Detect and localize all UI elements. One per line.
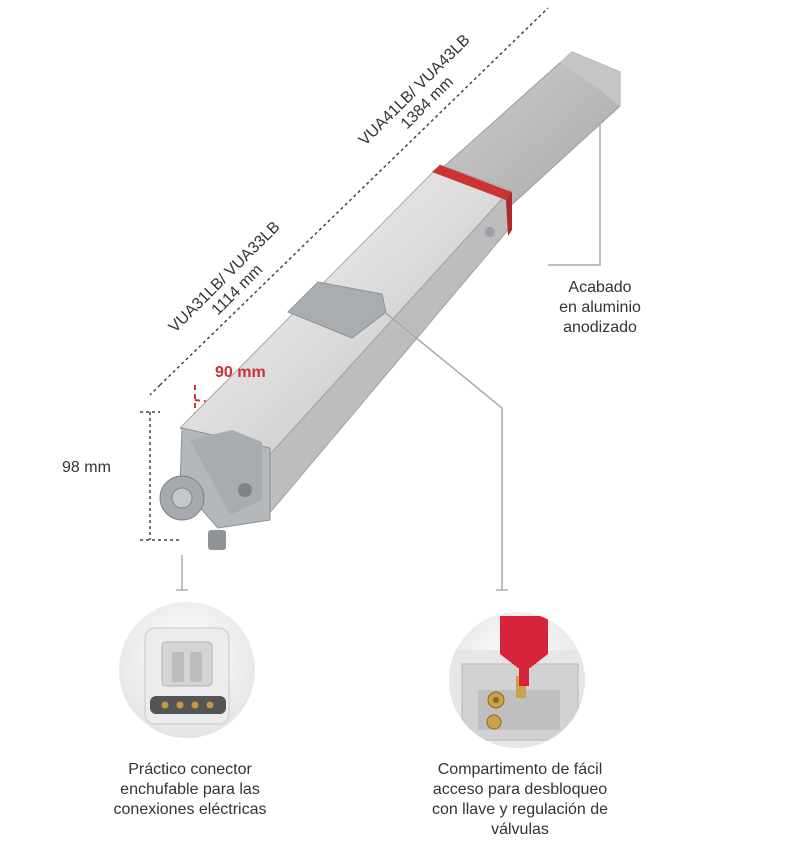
callout-lines bbox=[176, 125, 601, 591]
compartment-callout: Compartimento de fácil acceso para desbl… bbox=[395, 760, 645, 840]
finish-callout: Acabado en aluminio anodizado bbox=[520, 278, 680, 338]
width-label: 90 mm bbox=[215, 364, 266, 381]
compartment-line-4: válvulas bbox=[491, 821, 549, 838]
height-label: 98 mm bbox=[62, 459, 111, 476]
finish-line-1: Acabado bbox=[568, 279, 632, 296]
compartment-line-2: acceso para desbloqueo bbox=[432, 781, 608, 798]
dimension-guides bbox=[140, 7, 549, 541]
linear-actuator-image bbox=[159, 51, 621, 550]
connector-callout: Práctico conector enchufable para las co… bbox=[80, 760, 300, 820]
compartment-line-1: Compartimento de fácil bbox=[437, 761, 603, 778]
connector-detail-image bbox=[119, 602, 255, 738]
release-key-detail-image bbox=[449, 612, 585, 748]
connector-line-2: enchufable para las bbox=[120, 781, 260, 798]
connector-line-1: Práctico conector bbox=[128, 761, 252, 778]
connector-line-3: conexiones eléctricas bbox=[113, 801, 267, 818]
finish-line-2: en aluminio bbox=[559, 299, 641, 316]
compartment-line-3: con llave y regulación de bbox=[431, 801, 609, 818]
finish-line-3: anodizado bbox=[563, 319, 637, 336]
